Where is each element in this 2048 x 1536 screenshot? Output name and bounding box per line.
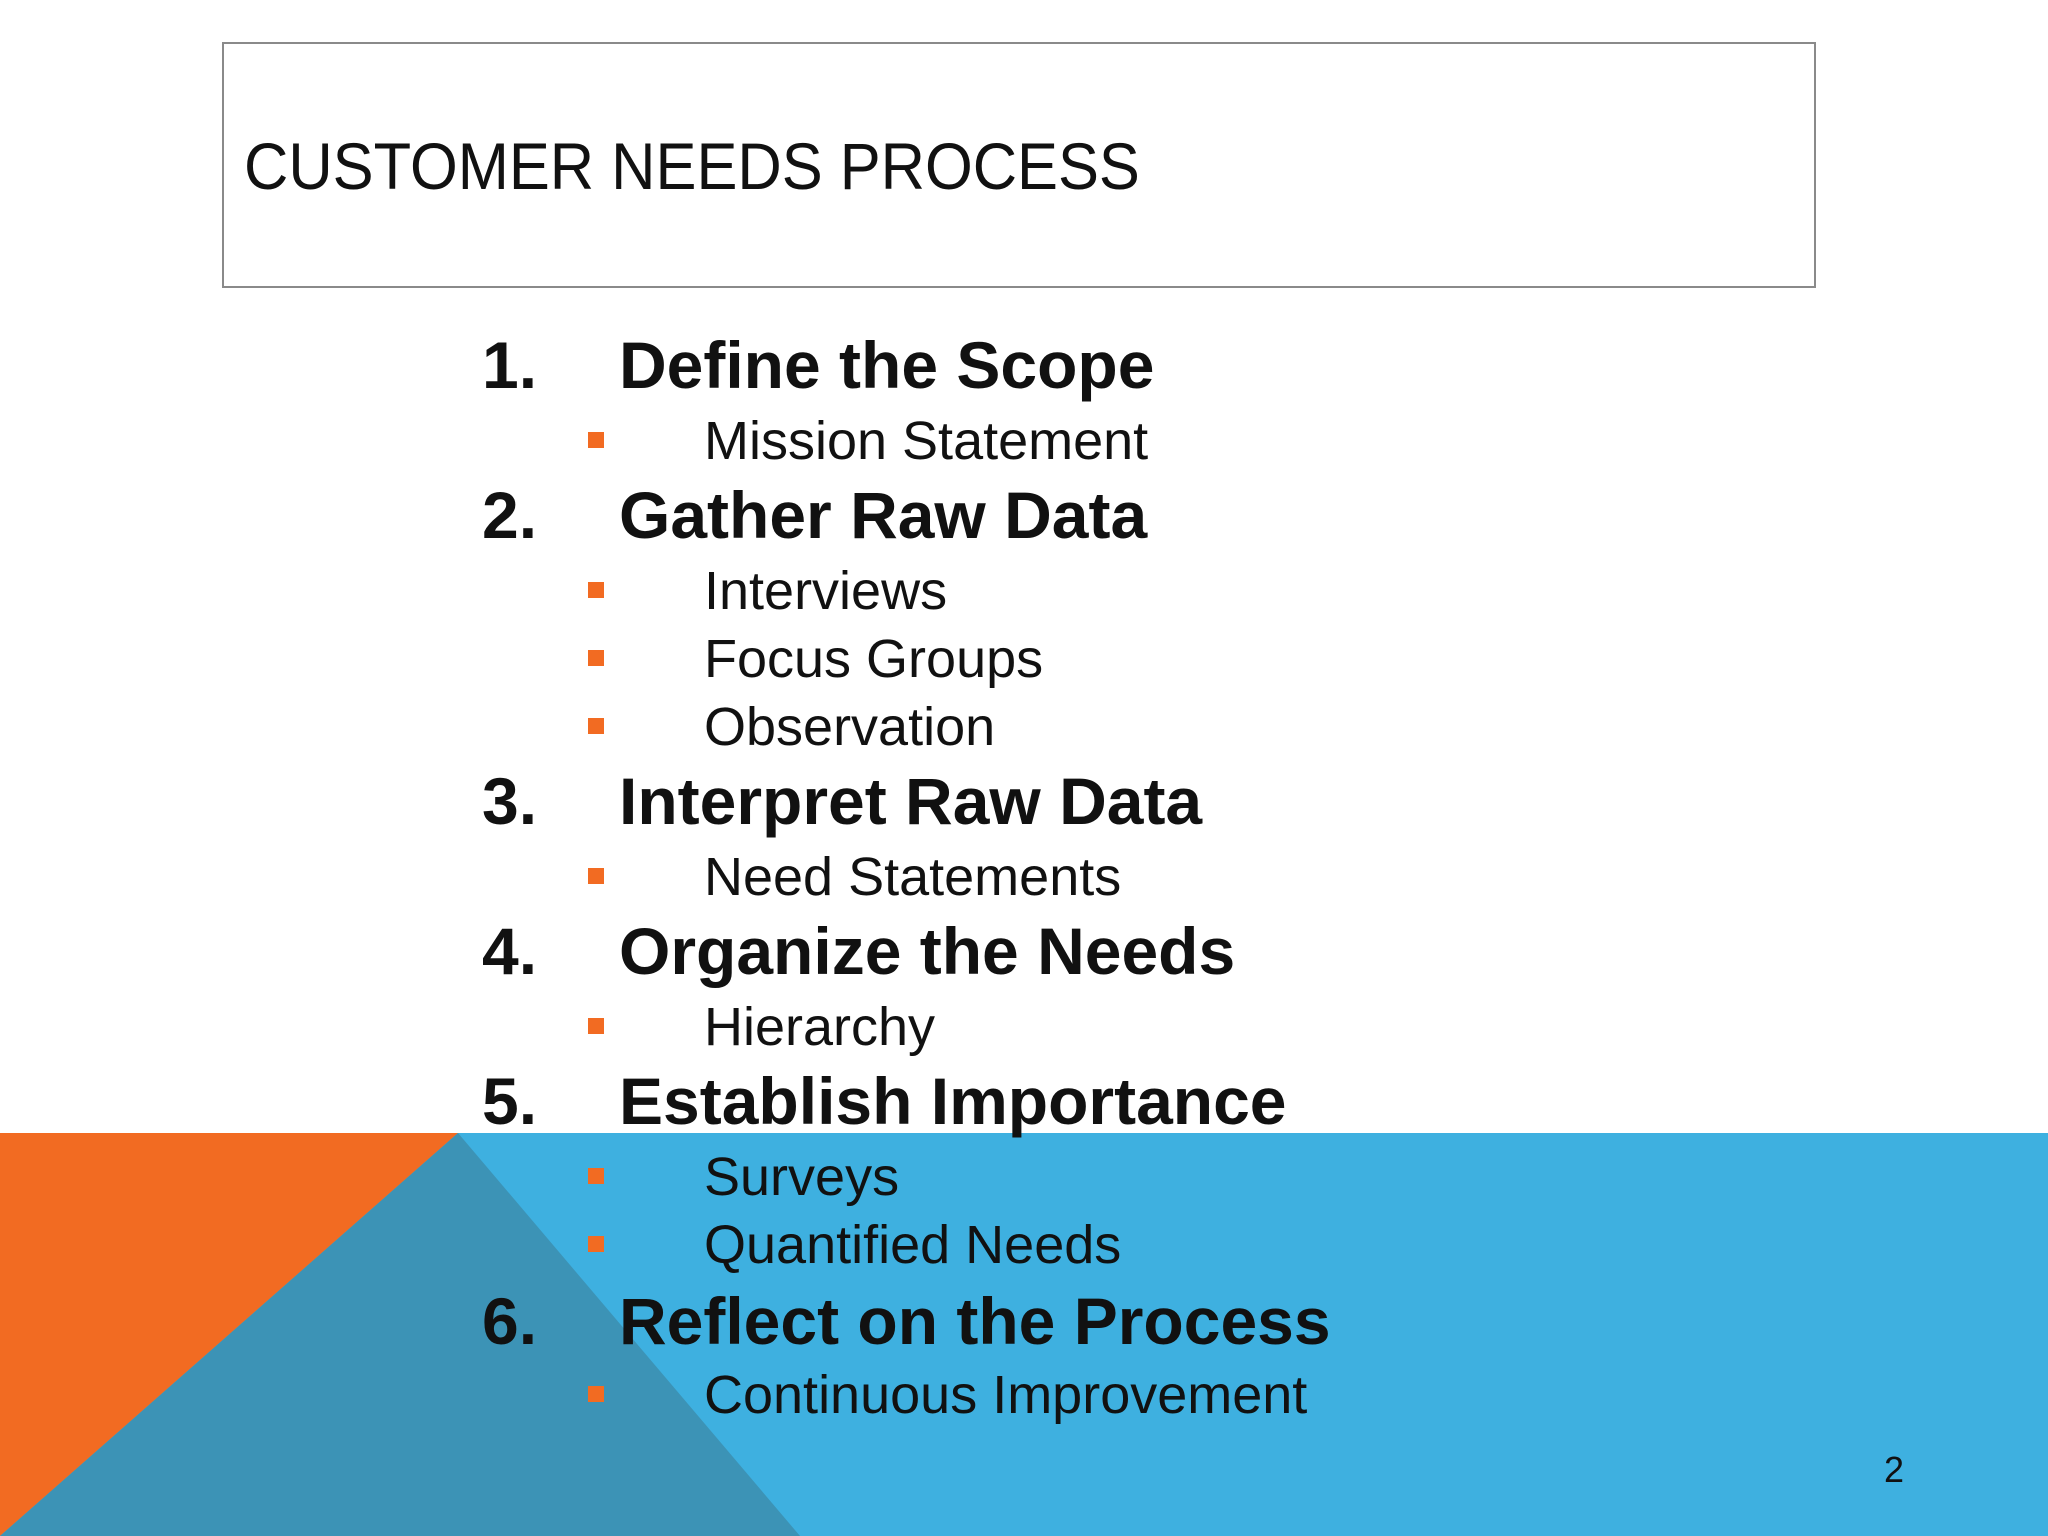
step-label: Interpret Raw Data	[619, 764, 1203, 838]
bullet-icon	[588, 432, 604, 448]
step-label: Reflect on the Process	[619, 1284, 1331, 1358]
sub-item-label: Quantified Needs	[704, 1215, 1122, 1275]
bullet-icon	[588, 1236, 604, 1252]
step-label: Establish Importance	[619, 1064, 1287, 1138]
sub-item-label: Continuous Improvement	[704, 1365, 1308, 1425]
sub-item-label: Need Statements	[704, 847, 1122, 907]
sub-item-label: Focus Groups	[704, 629, 1044, 689]
overlap-triangle	[0, 1133, 800, 1536]
step-number: 6.	[482, 1284, 538, 1358]
step-label: Gather Raw Data	[619, 478, 1148, 552]
sub-item-label: Observation	[704, 697, 996, 757]
step-label: Organize the Needs	[619, 914, 1236, 988]
bullet-icon	[588, 582, 604, 598]
page-number: 2	[1884, 1449, 1905, 1490]
step-label: Define the Scope	[619, 328, 1155, 402]
step-number: 1.	[482, 328, 538, 402]
bullet-icon	[588, 1018, 604, 1034]
bullet-icon	[588, 650, 604, 666]
step-number: 5.	[482, 1064, 538, 1138]
sub-item-label: Mission Statement	[704, 411, 1149, 471]
step-number: 3.	[482, 764, 538, 838]
bullet-icon	[588, 1386, 604, 1402]
step-number: 4.	[482, 914, 538, 988]
sub-item-label: Surveys	[704, 1147, 900, 1207]
sub-item-label: Hierarchy	[704, 997, 936, 1057]
bullet-icon	[588, 718, 604, 734]
title-box: CUSTOMER NEEDS PROCESS	[222, 42, 1816, 288]
slide-title: CUSTOMER NEEDS PROCESS	[244, 129, 1140, 203]
step-number: 2.	[482, 478, 538, 552]
sub-item-label: Interviews	[704, 561, 948, 621]
bullet-icon	[588, 868, 604, 884]
bullet-icon	[588, 1168, 604, 1184]
